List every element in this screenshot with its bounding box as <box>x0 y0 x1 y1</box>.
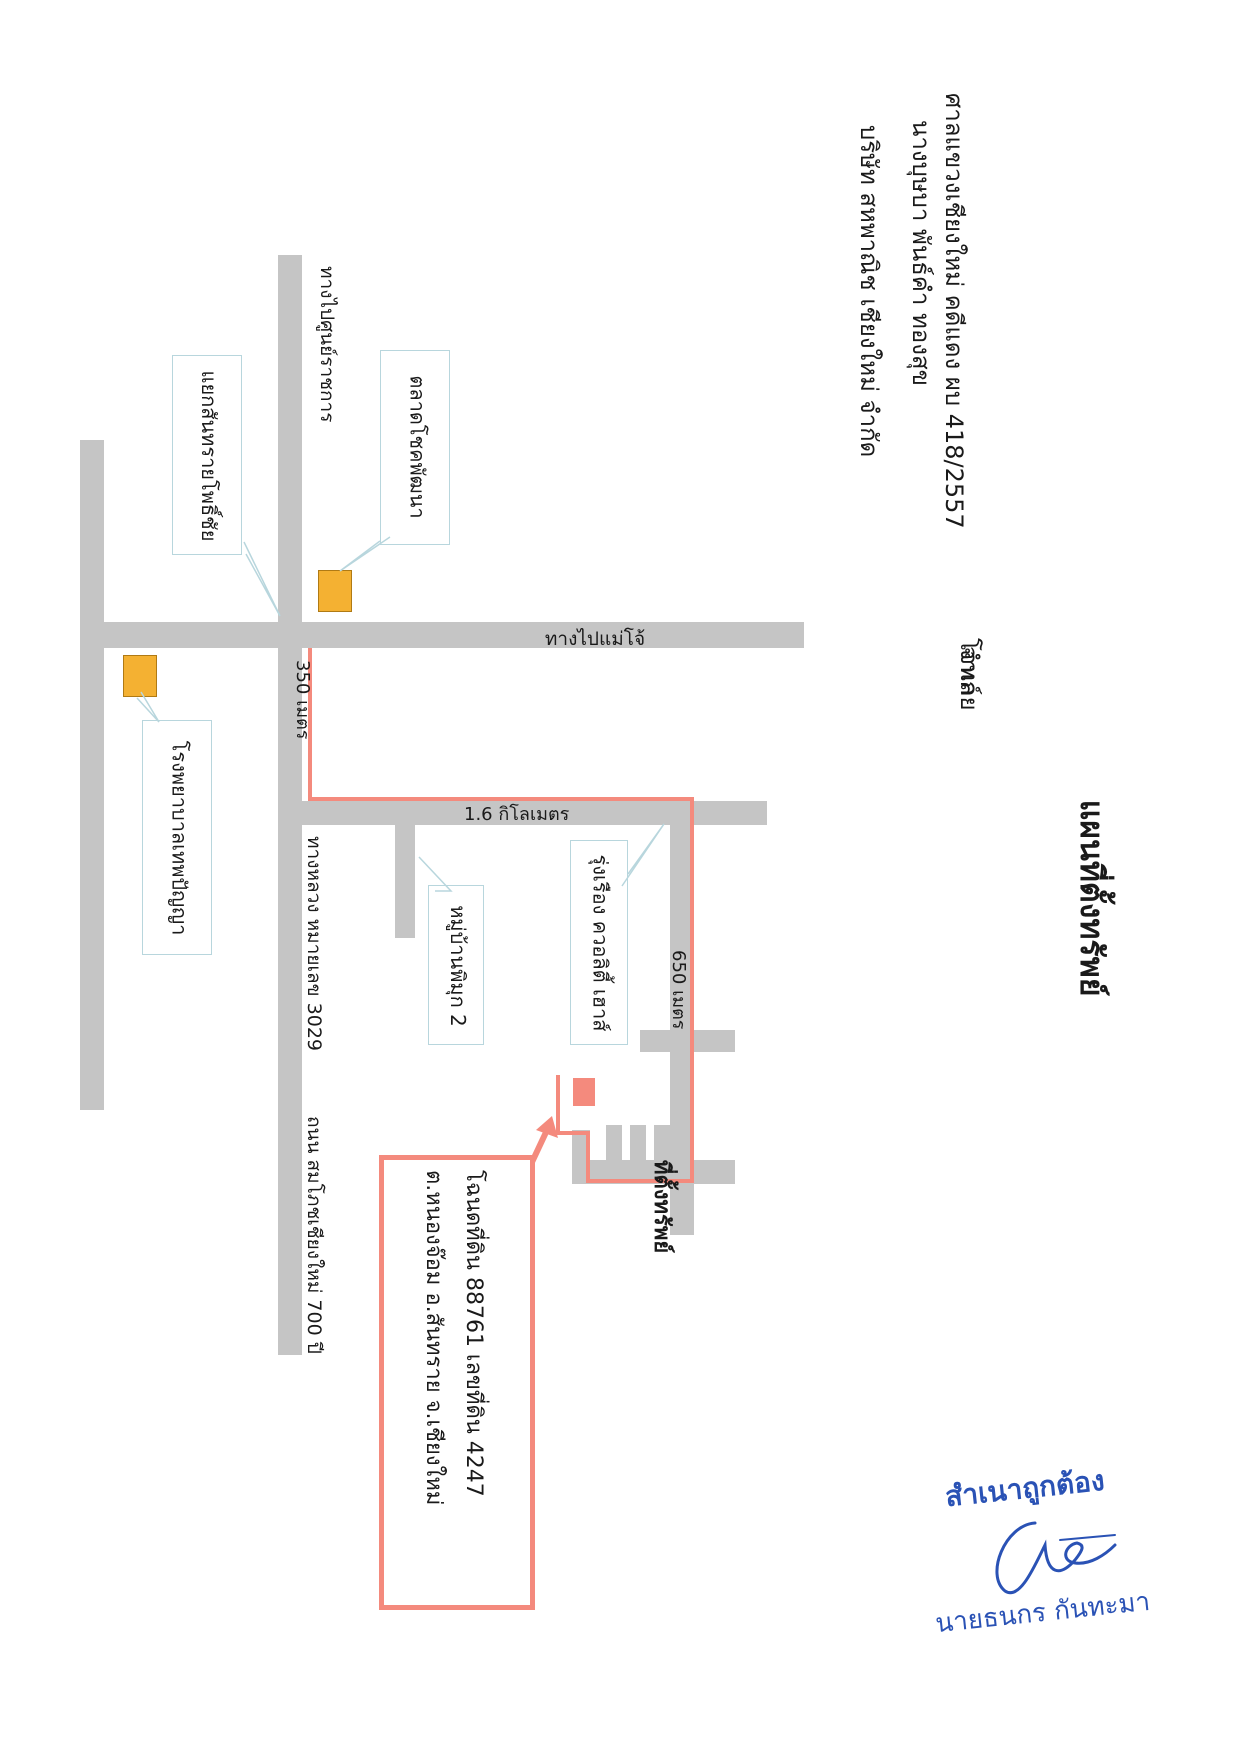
map-title: แผนที่ตั้งทรัพย์ <box>1073 799 1111 997</box>
callout-shop-text: รุ่งเรือง ควอลิตี้ เฮาส์ <box>588 854 613 1032</box>
route-plot-outline-bottom <box>556 1131 586 1135</box>
road-branch-stub-4 <box>572 1130 590 1184</box>
callout-shop: รุ่งเรือง ควอลิตี้ เฮาส์ <box>570 840 628 1045</box>
road-mae-jo-horizontal <box>104 622 804 648</box>
asset-box: ที่ตั้งทรัพย์ โฉนดที่ดิน 88761 เลขที่ดิน… <box>379 1155 674 1610</box>
road-far-left-vertical <box>80 440 104 1110</box>
route-plot-outline-left <box>556 1075 560 1135</box>
callout-village: หมู่บ้านพิมุก 2 <box>428 885 484 1045</box>
callout-intersection-text: แยกสันทรายโพธิ์ชัย <box>197 370 221 542</box>
road-branch-stub-3 <box>654 1125 670 1160</box>
road-branch-stub-1 <box>606 1125 622 1160</box>
road-branch-stub-2 <box>630 1125 646 1160</box>
road-1-6km-horizontal <box>302 801 767 825</box>
callout-market-text: ตลาดโชคพัฒนา <box>405 375 430 519</box>
label-side-street: ถนน สมโภชเชียงใหม่ 700 ปี <box>303 1116 325 1354</box>
callout-intersection: แยกสันทรายโพธิ์ชัย <box>172 355 242 555</box>
callout-village-text: หมู่บ้านพิมุก 2 <box>446 905 470 1027</box>
route-segment-1-6km <box>308 797 694 801</box>
defendant-role: จำเลย <box>955 646 983 711</box>
asset-deed-line: โฉนดที่ดิน 88761 เลขที่ดิน 4247 <box>461 1170 486 1497</box>
route-segment-bottom <box>590 1179 694 1183</box>
label-highway-3029: ทางหลวง หมายเลข 3029 <box>303 836 325 1051</box>
label-to-center: ทางไปศูนย์ราชการ <box>316 266 338 423</box>
road-branch-upper <box>640 1030 735 1052</box>
distance-650m: 650 เมตร <box>668 950 689 1030</box>
court-case-line: ศาลแขวงเชียงใหม่ คดีแดง ผบ 418/2557 <box>940 93 968 529</box>
callout-hospital: โรงพยาบาลเทพปัญญา <box>142 720 212 955</box>
callout-market-pointer <box>339 536 391 572</box>
label-mae-jo: ทางไปแม่โจ้ <box>544 628 646 650</box>
landmark-square-market <box>318 570 352 612</box>
callout-market: ตลาดโชคพัฒนา <box>380 350 450 545</box>
callout-village-pointer <box>418 856 453 892</box>
route-segment-350m <box>308 648 312 801</box>
signature-mark <box>995 1521 1117 1595</box>
road-village-stub <box>395 825 415 938</box>
asset-plot-marker <box>573 1078 595 1106</box>
callout-intersection-pointer <box>243 541 281 617</box>
defendant-line: นางบุษบา พันธ์คำ ทองสุข <box>907 120 935 387</box>
landmark-square-hospital <box>123 655 157 697</box>
road-main-vertical <box>278 255 302 1355</box>
callout-hospital-pointer <box>136 691 160 723</box>
route-plot-outline-down <box>586 1131 590 1183</box>
callout-shop-pointer <box>621 823 665 887</box>
asset-title: ที่ตั้งทรัพย์ <box>649 1160 674 1254</box>
plaintiff-line: บริษัท สหพาณิช เชียงใหม่ จำกัด <box>855 125 883 458</box>
distance-350m: 350 เมตร <box>292 660 313 740</box>
route-segment-650m <box>690 797 694 1182</box>
distance-1-6km: 1.6 กิโลเมตร <box>464 804 570 825</box>
asset-location-line: ต.หนองจ๊อม อ.สันทราย จ.เชียงใหม่ <box>421 1170 446 1506</box>
callout-hospital-text: โรงพยาบาลเทพปัญญา <box>167 740 192 936</box>
